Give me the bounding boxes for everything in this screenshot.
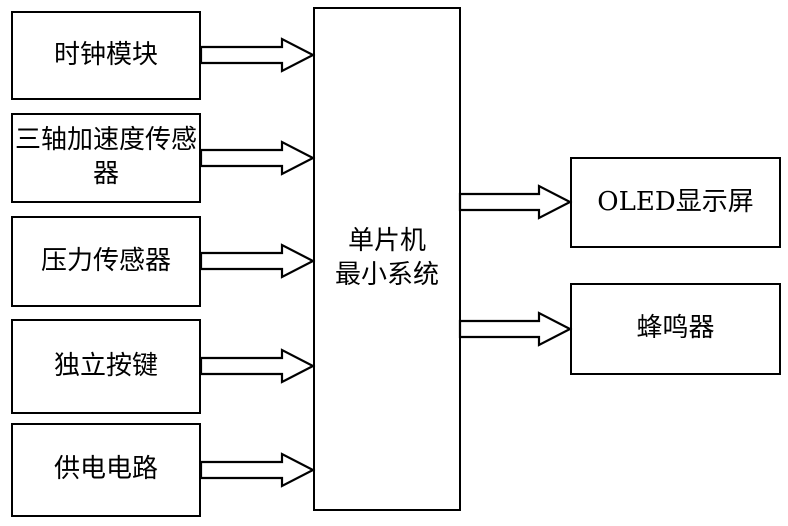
arrow-accel-to-mcu: [199, 140, 316, 176]
box-mcu-minimal-system-label: 单片机 最小系统: [335, 225, 439, 293]
mcu-label-line1: 单片机: [347, 226, 426, 257]
arrow-clock-to-mcu: [199, 37, 316, 73]
box-oled-display: OLED显示屏: [570, 157, 781, 248]
box-buzzer: 蜂鸣器: [570, 283, 781, 375]
box-mcu-minimal-system: 单片机 最小系统: [313, 7, 461, 511]
box-independent-keys-label: 独立按键: [53, 350, 158, 381]
box-accelerometer: 三轴加速度传感器: [11, 113, 201, 203]
box-clock-module: 时钟模块: [11, 11, 201, 100]
box-buzzer-label: 蜂鸣器: [636, 313, 715, 344]
box-independent-keys: 独立按键: [11, 319, 201, 414]
box-power-circuit-label: 供电电路: [53, 454, 158, 485]
box-oled-display-label: OLED显示屏: [597, 186, 754, 217]
box-accelerometer-label: 三轴加速度传感器: [14, 125, 197, 189]
box-pressure-sensor-label: 压力传感器: [40, 245, 171, 276]
box-clock-module-label: 时钟模块: [53, 39, 158, 70]
arrow-mcu-to-buzzer: [458, 311, 573, 347]
arrow-pressure-to-mcu: [199, 243, 316, 279]
arrow-power-to-mcu: [199, 452, 316, 488]
mcu-label-line2: 最小系统: [334, 260, 439, 290]
box-power-circuit: 供电电路: [11, 423, 201, 517]
arrow-keys-to-mcu: [199, 348, 316, 384]
box-pressure-sensor: 压力传感器: [11, 216, 201, 307]
arrow-mcu-to-oled: [458, 184, 573, 220]
